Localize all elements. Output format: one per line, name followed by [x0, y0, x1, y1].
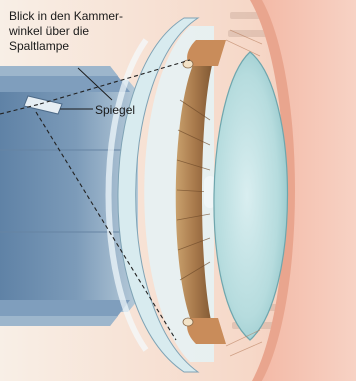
- mirror-label: Spiegel: [95, 103, 135, 117]
- diagram-caption: Blick in den Kammer- winkel über die Spa…: [9, 9, 139, 54]
